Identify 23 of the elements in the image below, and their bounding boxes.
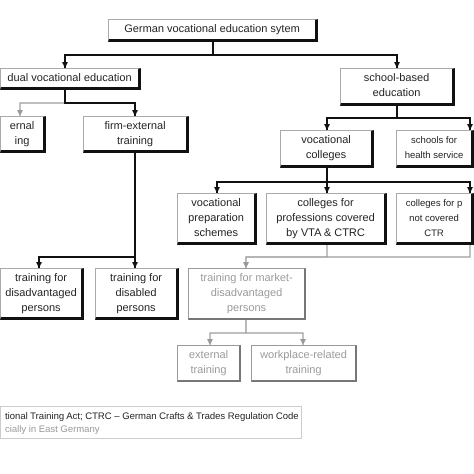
process-box: external training (177, 345, 241, 382)
arrow (245, 320, 306, 345)
arrow (326, 168, 473, 193)
process-box: training for market-disadvantaged persons (188, 268, 306, 320)
process-box: colleges for professions covered by VTA & CTRC (266, 193, 387, 245)
process-box: vocational colleges (280, 130, 374, 168)
process-box: firm-external training (83, 116, 189, 153)
arrow (64, 90, 138, 116)
process-box: ernal ing (0, 116, 46, 153)
process-box: German vocational education sytem (108, 19, 318, 42)
process-box: training for disadvantaged persons (0, 268, 84, 320)
arrow (243, 245, 471, 268)
process-box: colleges for p not covered CTR (396, 193, 474, 245)
process-box: schools for health service (396, 130, 474, 168)
process-box: school-based education (340, 68, 455, 106)
footnote-text: cially in East Germany (5, 422, 101, 436)
process-box: training for disabled persons (95, 268, 179, 320)
arrow (396, 106, 473, 130)
process-box: vocational preparation schemes (177, 193, 257, 245)
process-box: dual vocational education (0, 68, 141, 90)
process-box: workplace-related training (251, 345, 357, 382)
arrow (212, 42, 400, 68)
footnote-text: tional Training Act; CTRC – German Crafts & Trades Regulation Code (5, 410, 297, 422)
